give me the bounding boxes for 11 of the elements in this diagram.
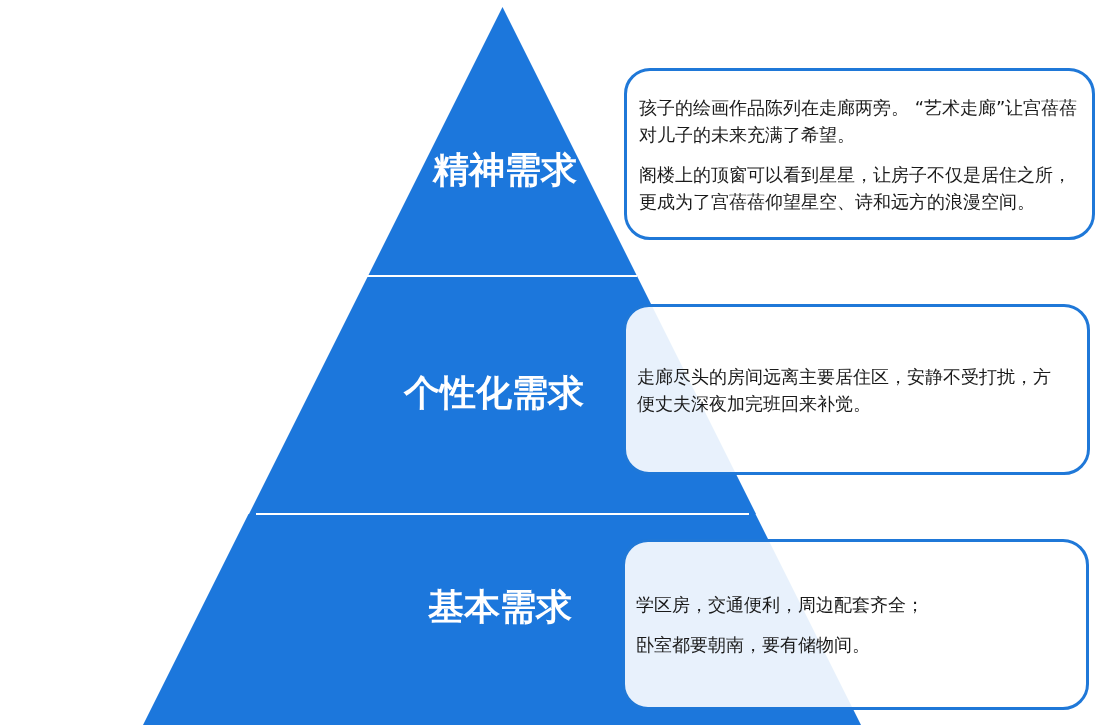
tier-label: 个性化需求 (404, 375, 584, 411)
callout-text: 卧室都要朝南，要有储物间。 (636, 633, 871, 657)
callout-text: 阁楼上的顶窗可以看到星星，让房子不仅是居住之所，更成为了宫蓓蓓仰望星空、诗和远方的浪漫空间。 (639, 162, 1072, 214)
callout-text: 孩子的绘画作品陈列在走廊两旁。 “艺术走廊”让宫蓓蓓对儿子的未来充满了希望。 (639, 95, 1079, 147)
tier-label: 基本需求 (428, 589, 572, 625)
callout-box (622, 539, 1089, 710)
callout-box (623, 304, 1090, 475)
callout-box (624, 68, 1095, 240)
callout-text: 学区房，交通便利，周边配套齐全； (636, 593, 925, 617)
callout-text: 走廊尽头的房间远离主要居住区，安静不受打扰，方便丈夫深夜加完班回来补觉。 (637, 364, 1052, 416)
tier-label: 精神需求 (433, 152, 577, 188)
